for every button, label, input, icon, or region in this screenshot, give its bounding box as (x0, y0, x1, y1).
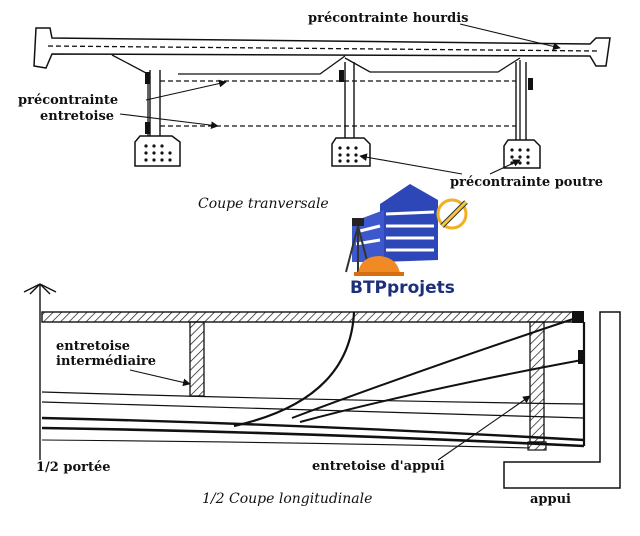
arrow-poutre-middle (359, 153, 463, 175)
longitudinal-section: entretoise intermédiaire 1/2 portée entr… (23, 283, 621, 507)
cable-1 (233, 311, 356, 428)
entretoise-appui (529, 321, 545, 443)
deck-slab (33, 27, 611, 69)
girder-bottom (41, 426, 585, 448)
helmet-icon (354, 256, 404, 276)
girder-line-2 (41, 401, 585, 419)
caption-longitudinal: 1/2 Coupe longitudinale (202, 491, 372, 507)
arrow-entretoise-upper (145, 79, 227, 101)
label-entretoise-2: entretoise (40, 109, 114, 124)
beam-left (134, 70, 181, 167)
cable-4 (41, 416, 585, 442)
arrow-intermediaire (129, 369, 191, 387)
logo-text: BTPprojets (350, 278, 455, 298)
cable-2 (291, 317, 577, 419)
axis-symbol (23, 283, 57, 460)
label-poutre: précontrainte poutre (450, 175, 603, 190)
abutment (503, 311, 621, 489)
label-half-span: 1/2 portée (36, 460, 111, 475)
arrow-hourdis (459, 23, 561, 51)
entretoise-intermediaire (189, 321, 205, 397)
box-girder-right (344, 57, 521, 140)
pencil-icon (436, 198, 468, 230)
caption-transversal: Coupe tranversale (198, 196, 329, 212)
cross-section: précontrainte hourdis précontrainte entr… (18, 11, 611, 212)
beam-middle (331, 62, 371, 167)
bearing-pad (527, 441, 547, 451)
arrow-appui (437, 395, 531, 461)
label-intermediaire-2: intermédiaire (56, 354, 156, 369)
beam-right (503, 62, 541, 169)
btpprojets-logo: BTPprojets (345, 184, 468, 298)
arrow-entretoise-lower (119, 113, 219, 129)
arrow-poutre-right (489, 159, 521, 175)
label-entretoise-appui: entretoise d'appui (312, 459, 445, 474)
top-slab (41, 311, 583, 323)
anchor-block (572, 311, 584, 323)
label-appui: appui (530, 492, 571, 507)
hourdis-tendon (47, 45, 599, 52)
label-intermediaire-1: entretoise (56, 339, 130, 354)
label-hourdis: précontrainte hourdis (308, 11, 469, 26)
label-entretoise-1: précontrainte (18, 93, 118, 108)
building-icon (352, 184, 438, 262)
cable-3 (299, 359, 583, 423)
girder-line-1 (41, 391, 585, 405)
